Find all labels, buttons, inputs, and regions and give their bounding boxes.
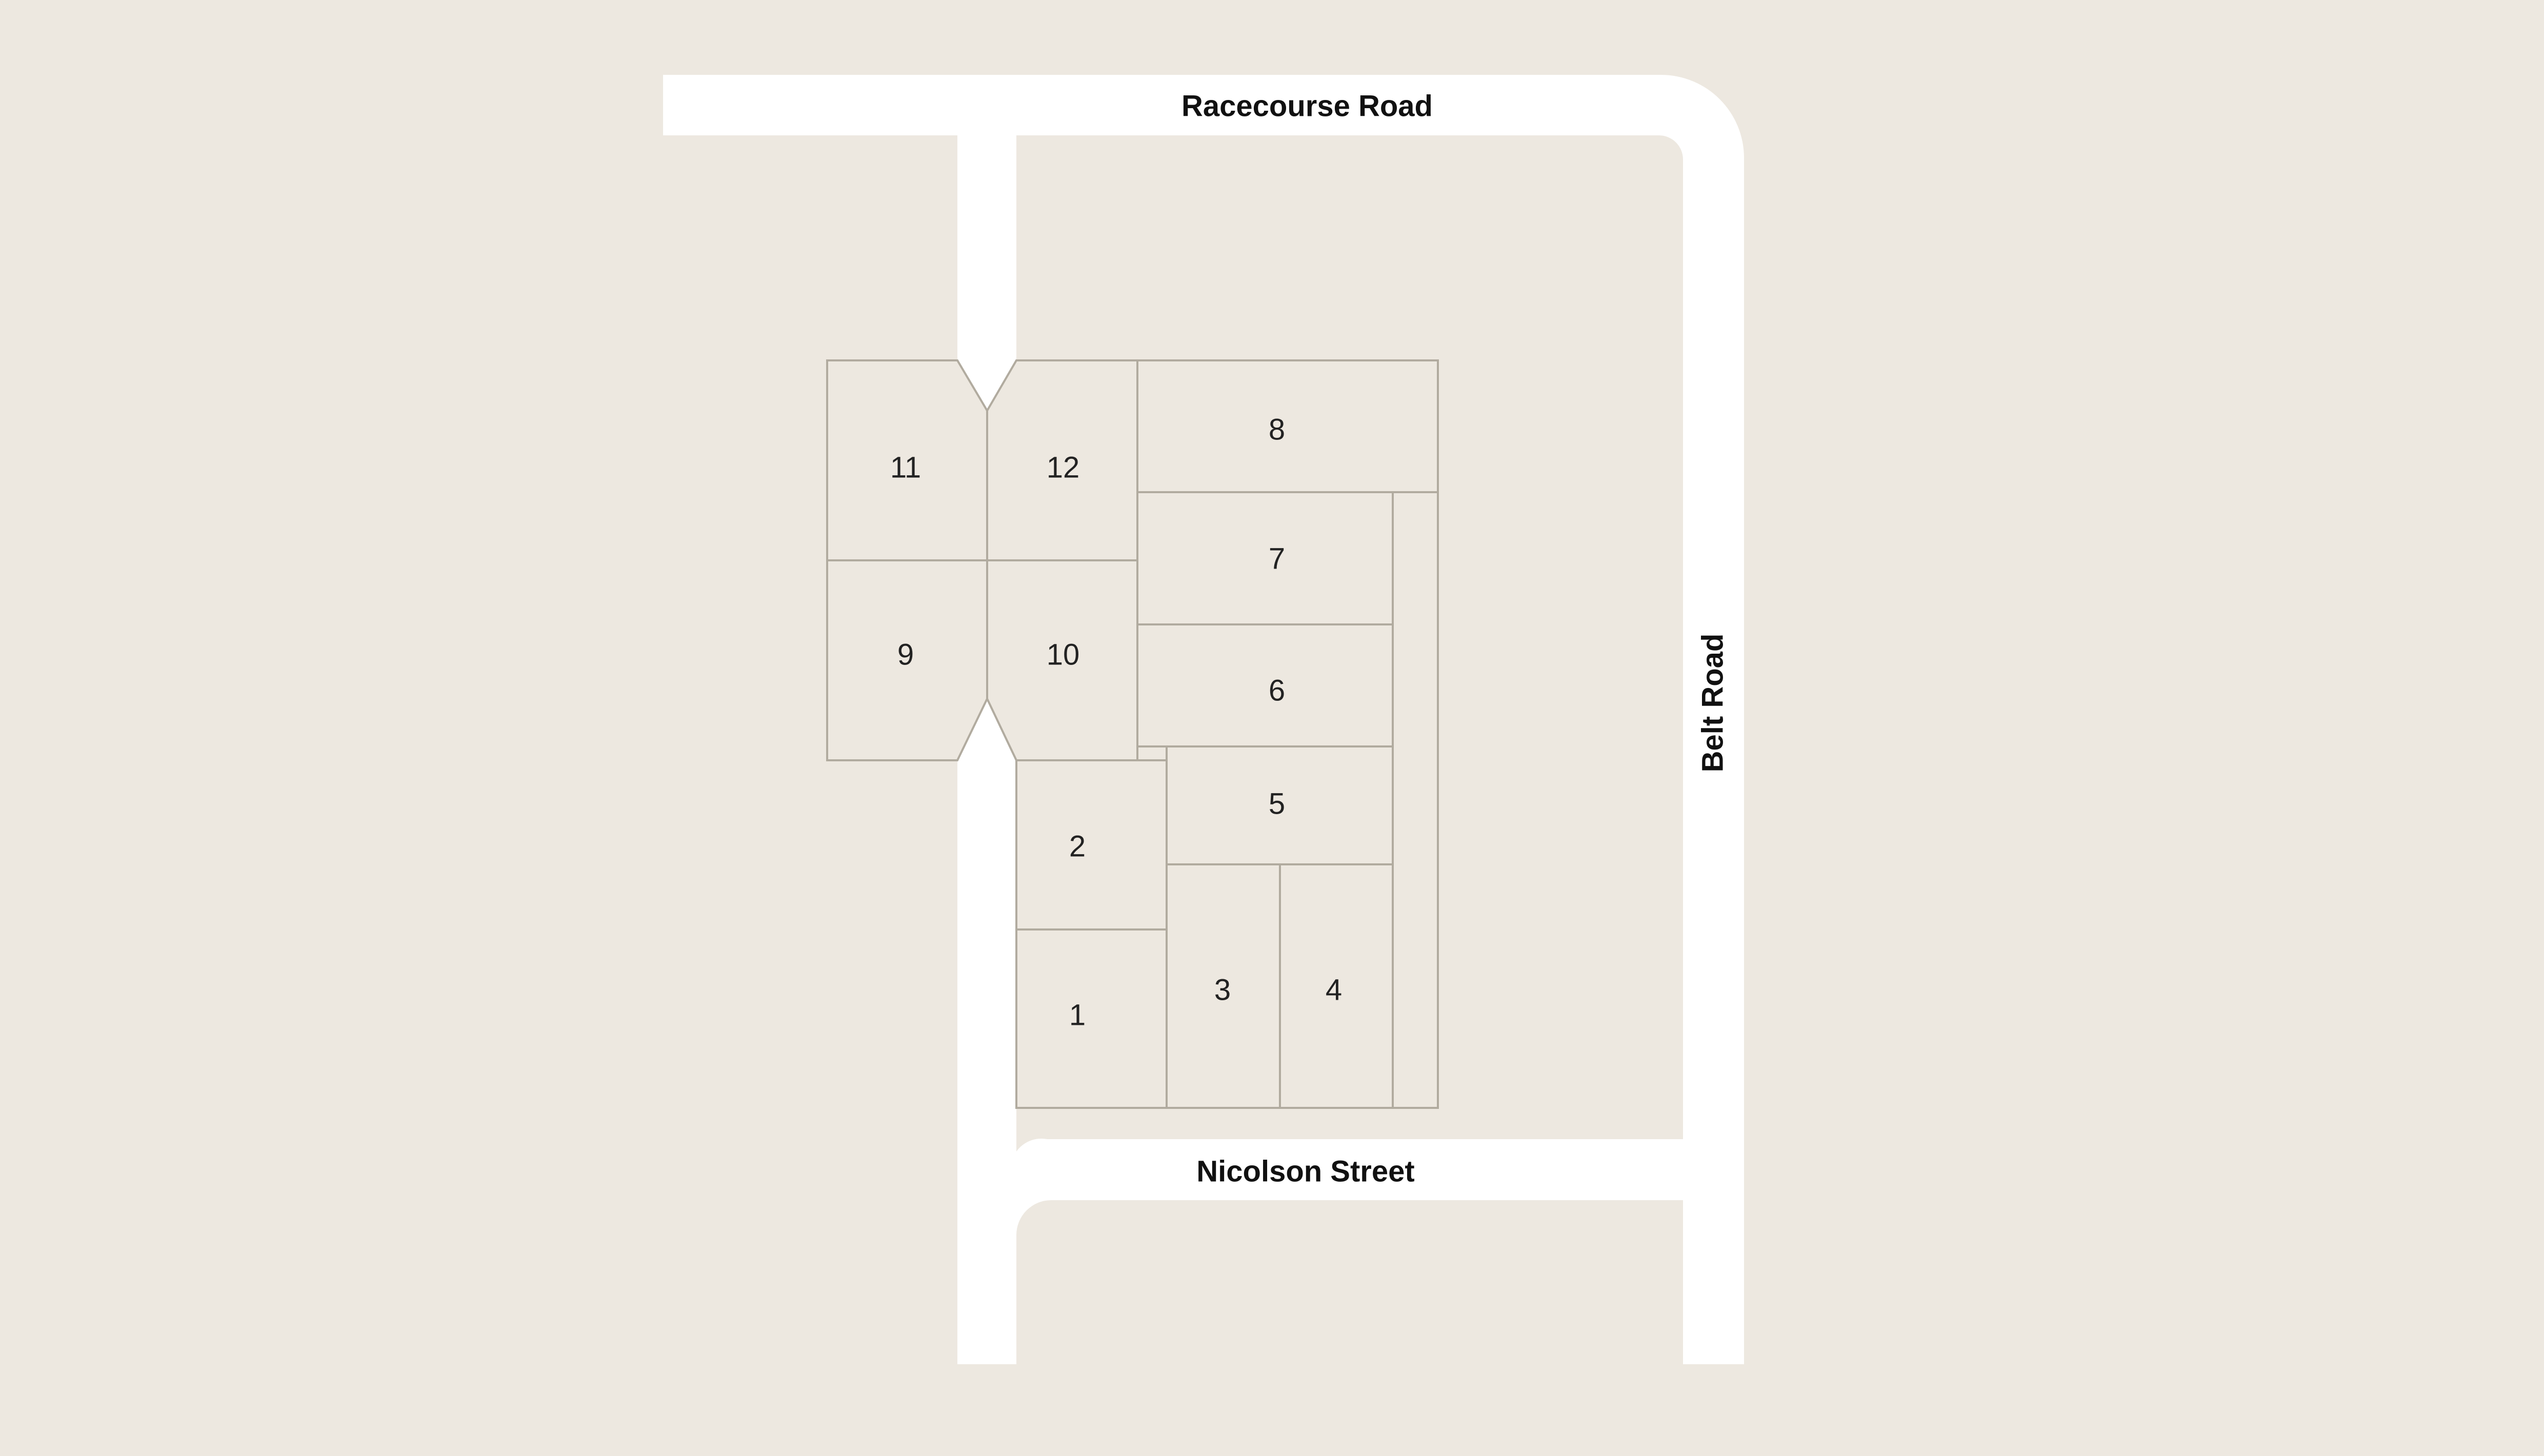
lot-number: 5: [1269, 787, 1285, 821]
lot-number: 10: [1047, 638, 1080, 672]
road-labels: Racecourse Road Nicolson Street Belt Roa…: [1181, 90, 1729, 1188]
lot-number: 7: [1269, 542, 1285, 576]
lot-number: 4: [1326, 974, 1342, 1007]
lot-number: 9: [897, 638, 914, 672]
lot-number: 11: [890, 451, 921, 484]
road-network: [663, 75, 1744, 1364]
racecourse-road-label: Racecourse Road: [1181, 90, 1433, 123]
east-strip-outline: [1392, 491, 1439, 1109]
lot-number: 3: [1214, 974, 1231, 1007]
lot-number: 6: [1269, 674, 1285, 707]
connector-road-south: [957, 699, 1016, 1364]
belt-road-label: Belt Road: [1696, 634, 1730, 773]
lot-9-outline[interactable]: [826, 559, 988, 761]
nicolson-street-label: Nicolson Street: [1196, 1155, 1414, 1188]
lot-outlines: [826, 359, 1439, 1109]
lot-labels: 1 2 3 4 5 6 7 8 9 10 11 12: [890, 413, 1342, 1032]
lot-number: 2: [1069, 830, 1086, 863]
nicolson-street: [1016, 1138, 1683, 1235]
lot-number: 12: [1047, 451, 1080, 484]
connector-road-north: [957, 135, 1016, 411]
lot-number: 1: [1069, 999, 1086, 1032]
lot-number: 8: [1269, 413, 1285, 447]
